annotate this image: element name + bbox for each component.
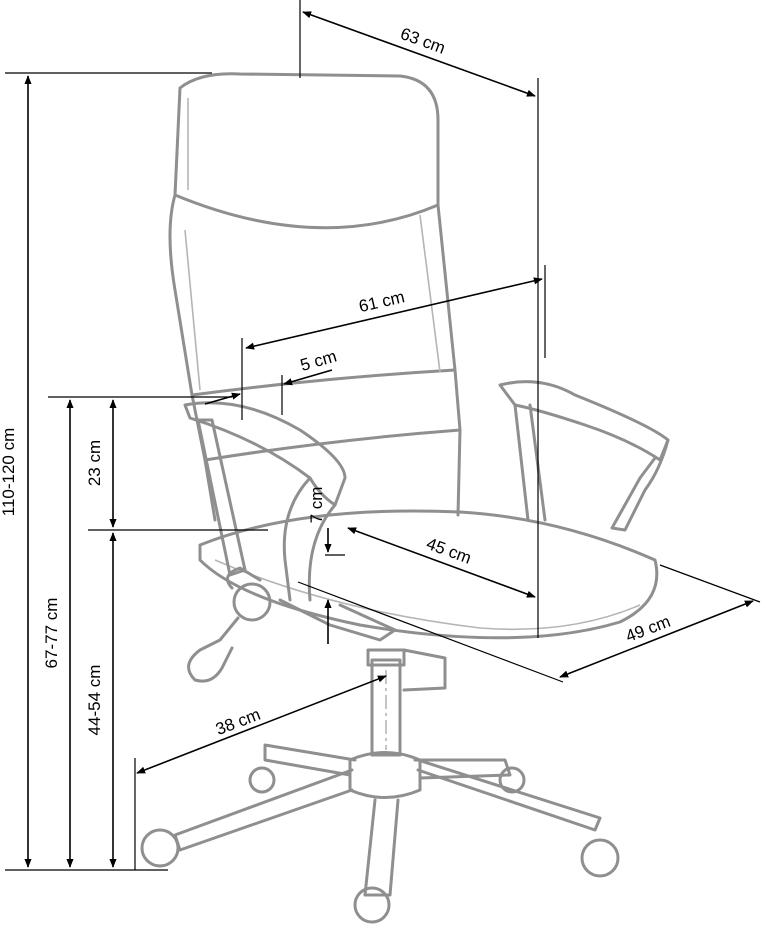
backrest <box>168 193 457 397</box>
gas-lever <box>187 616 240 683</box>
star-base <box>348 751 422 799</box>
right-armrest <box>498 380 670 462</box>
label-armrest-thickness: 5 cm <box>298 347 339 375</box>
caster-back-right <box>498 766 526 794</box>
dim-top-depth-line <box>302 11 536 97</box>
headrest <box>173 72 440 230</box>
caster-front <box>353 886 391 924</box>
label-armrest-height: 23 cm <box>85 440 104 486</box>
dim-arm-width-line <box>245 277 543 350</box>
chair-drawing <box>140 72 670 924</box>
dim-seat-depth-line <box>347 527 536 598</box>
dim-base-radius-line <box>136 675 387 774</box>
dimension-lines <box>5 0 761 871</box>
dim-armrest-thickness-line <box>283 369 333 386</box>
label-total-height: 110-120 cm <box>0 428 18 517</box>
label-top-depth: 63 cm <box>398 24 448 58</box>
tilt-knob <box>232 582 272 622</box>
left-armrest <box>183 401 347 507</box>
lumbar-panel <box>190 368 462 462</box>
dim-seat-width-line <box>559 600 754 678</box>
label-seat-thickness: 7 cm <box>307 487 326 524</box>
label-arm-height: 67-77 cm <box>42 598 61 669</box>
caster-back-left <box>248 766 276 794</box>
seat <box>198 509 659 640</box>
left-arm-support <box>196 418 247 577</box>
label-seat-depth: 45 cm <box>424 534 474 568</box>
caster-front-right <box>580 838 620 878</box>
caster-front-left <box>140 828 180 868</box>
label-seat-height: 44-54 cm <box>85 665 104 736</box>
lower-back <box>203 428 462 522</box>
